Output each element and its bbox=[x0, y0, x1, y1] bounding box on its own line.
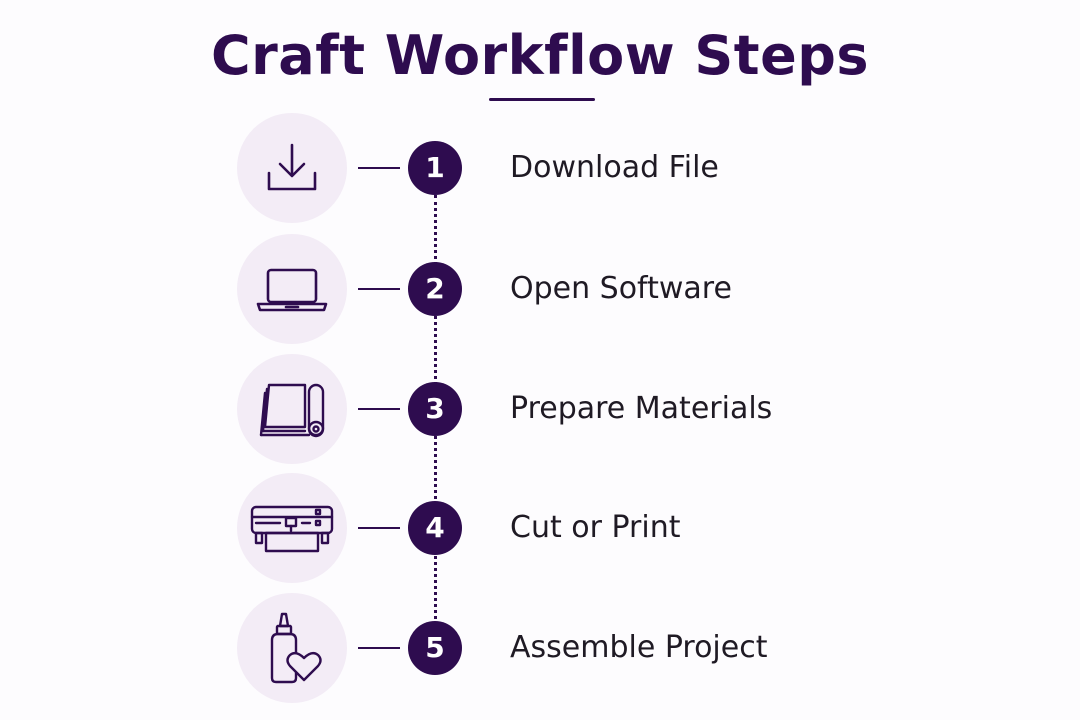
step-4: 4 Cut or Print bbox=[0, 473, 1080, 583]
step-5: 5 Assemble Project bbox=[0, 593, 1080, 703]
step-4-connector bbox=[358, 527, 400, 529]
step-4-icon-circle bbox=[237, 473, 347, 583]
step-5-number-badge: 5 bbox=[408, 621, 462, 675]
step-5-icon-circle bbox=[237, 593, 347, 703]
step-2-icon-circle bbox=[237, 234, 347, 344]
step-1-connector bbox=[358, 167, 400, 169]
cutting-machine-icon bbox=[250, 505, 334, 553]
title-underline bbox=[489, 98, 595, 101]
step-3-icon-circle bbox=[237, 354, 347, 464]
step-1-icon-circle bbox=[237, 113, 347, 223]
step-1: 1 Download File bbox=[0, 113, 1080, 223]
step-2-number-badge: 2 bbox=[408, 262, 462, 316]
step-4-label: Cut or Print bbox=[510, 510, 681, 545]
step-1-label: Download File bbox=[510, 150, 719, 185]
page-title: Craft Workflow Steps bbox=[211, 24, 869, 87]
laptop-icon bbox=[256, 268, 328, 312]
step-3-label: Prepare Materials bbox=[510, 391, 773, 426]
step-1-number-badge: 1 bbox=[408, 141, 462, 195]
step-5-connector bbox=[358, 647, 400, 649]
step-3-number-badge: 3 bbox=[408, 382, 462, 436]
step-4-number-badge: 4 bbox=[408, 501, 462, 555]
step-3-connector bbox=[358, 408, 400, 410]
step-2: 2 Open Software bbox=[0, 234, 1080, 344]
download-icon bbox=[267, 143, 317, 191]
step-3: 3 Prepare Materials bbox=[0, 354, 1080, 464]
step-2-label: Open Software bbox=[510, 271, 732, 306]
step-5-label: Assemble Project bbox=[510, 630, 768, 665]
paper-roll-icon bbox=[259, 383, 325, 438]
step-2-connector bbox=[358, 288, 400, 290]
glue-heart-icon bbox=[270, 612, 322, 684]
